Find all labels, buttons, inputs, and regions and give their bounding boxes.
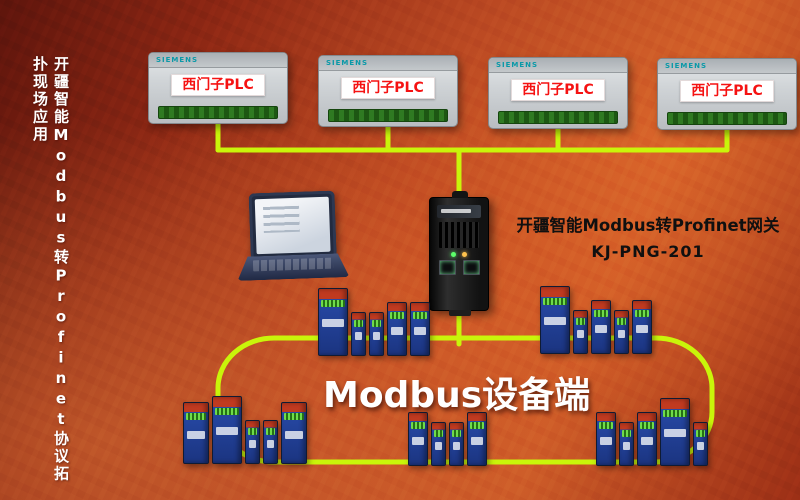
modbus-module	[591, 300, 611, 354]
gateway-vents	[439, 222, 479, 248]
plc-device-4: SIEMENS 西门子PLC	[657, 58, 797, 130]
modbus-module	[263, 420, 278, 464]
siemens-brand-text: SIEMENS	[665, 62, 708, 70]
gateway-device	[429, 191, 489, 316]
gateway-model: KJ-PNG-201	[591, 242, 705, 261]
gateway-ports	[430, 260, 488, 275]
modbus-cluster-bottom-left	[183, 396, 307, 464]
plc-label: 西门子PLC	[680, 80, 774, 102]
modbus-module	[408, 412, 428, 466]
modbus-module	[281, 402, 307, 464]
modbus-module	[637, 412, 657, 466]
ethernet-port-1	[438, 260, 456, 275]
modbus-module	[573, 310, 588, 354]
gateway-status-leds	[430, 252, 488, 257]
modbus-module	[183, 402, 209, 464]
siemens-brand-text: SIEMENS	[326, 59, 369, 67]
modbus-module	[619, 422, 634, 466]
gateway-logo-plate	[437, 205, 481, 218]
side-banner-text: 开疆智能Modbus转Profinet协议拓扑现场应用	[31, 56, 70, 483]
modbus-zone-label: Modbus设备端	[323, 375, 591, 416]
plc-device-2: SIEMENS 西门子PLC	[318, 55, 458, 127]
plc-label: 西门子PLC	[511, 79, 605, 101]
plc-device-3: SIEMENS 西门子PLC	[488, 57, 628, 129]
modbus-cluster-bottom-right	[596, 398, 708, 466]
plc-device-1: SIEMENS 西门子PLC	[148, 52, 288, 124]
modbus-module	[540, 286, 570, 354]
modbus-module	[410, 302, 430, 356]
modbus-module	[245, 420, 260, 464]
modbus-module	[660, 398, 690, 466]
laptop-keyboard-base	[237, 253, 350, 281]
modbus-cluster-top-left	[318, 288, 430, 356]
modbus-module	[449, 422, 464, 466]
modbus-module	[693, 422, 708, 466]
modbus-module	[351, 312, 366, 356]
siemens-brand-text: SIEMENS	[156, 56, 199, 64]
laptop-display	[254, 196, 331, 255]
modbus-module	[318, 288, 348, 356]
status-led-green	[451, 252, 456, 257]
modbus-module	[467, 412, 487, 466]
gateway-title: 开疆智能Modbus转Profinet网关	[516, 216, 780, 235]
plc-label: 西门子PLC	[341, 77, 435, 99]
modbus-module	[387, 302, 407, 356]
modbus-module	[212, 396, 242, 464]
plc-top-panel: SIEMENS	[149, 53, 287, 68]
modbus-module	[369, 312, 384, 356]
modbus-cluster-top-right	[540, 286, 652, 354]
modbus-module	[431, 422, 446, 466]
plc-top-panel: SIEMENS	[658, 59, 796, 74]
modbus-cluster-bottom-middle	[408, 410, 487, 466]
laptop	[235, 190, 350, 281]
modbus-module	[596, 412, 616, 466]
plc-top-panel: SIEMENS	[319, 56, 457, 71]
ethernet-port-2	[462, 260, 480, 275]
gateway-caption: 开疆智能Modbus转Profinet网关 KJ-PNG-201	[502, 212, 794, 261]
laptop-screen	[248, 190, 337, 258]
modbus-module	[614, 310, 629, 354]
status-led-amber	[462, 252, 467, 257]
modbus-module	[632, 300, 652, 354]
plc-top-panel: SIEMENS	[489, 58, 627, 73]
siemens-brand-text: SIEMENS	[496, 61, 539, 69]
plc-label: 西门子PLC	[171, 74, 265, 96]
